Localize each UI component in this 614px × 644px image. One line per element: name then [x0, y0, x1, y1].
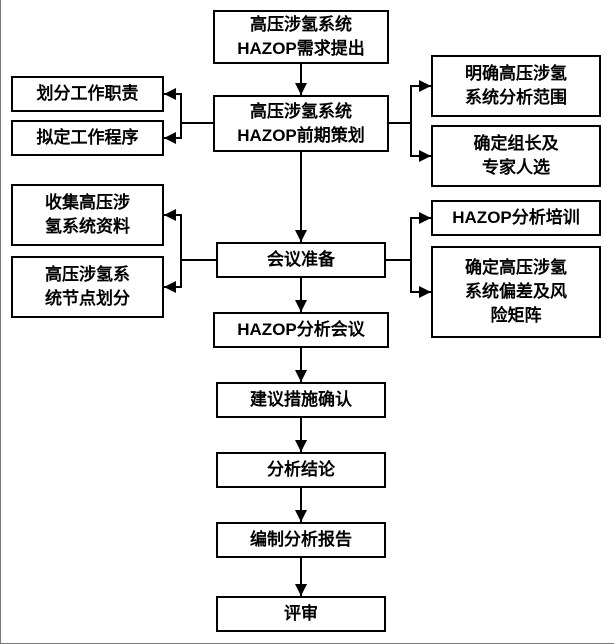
- node-select-leader-experts: 确定组长及 专家人选: [431, 125, 601, 187]
- node-hazop-demand: 高压涉氢系统 HAZOP需求提出: [213, 10, 389, 64]
- node-draft-work-procedure: 拟定工作程序: [11, 120, 164, 156]
- node-system-node-division: 高压涉氢系 统节点划分: [11, 256, 164, 318]
- node-deviation-risk-matrix: 确定高压涉氢 系统偏差及风 险矩阵: [431, 246, 601, 338]
- node-analysis-report: 编制分析报告: [216, 522, 386, 558]
- node-analysis-conclusion: 分析结论: [216, 452, 386, 488]
- node-hazop-training: HAZOP分析培训: [431, 200, 601, 236]
- node-hazop-analysis-meeting: HAZOP分析会议: [213, 312, 389, 348]
- node-hazop-early-planning: 高压涉氢系统 HAZOP前期策划: [213, 95, 389, 152]
- node-measures-confirmation: 建议措施确认: [216, 382, 386, 418]
- node-divide-work-duties: 划分工作职责: [11, 76, 164, 112]
- node-meeting-preparation: 会议准备: [216, 242, 386, 278]
- node-collect-system-data: 收集高压涉 氢系统资料: [11, 184, 164, 246]
- node-review: 评审: [216, 596, 386, 632]
- node-define-analysis-scope: 明确高压涉氢 系统分析范围: [431, 55, 601, 117]
